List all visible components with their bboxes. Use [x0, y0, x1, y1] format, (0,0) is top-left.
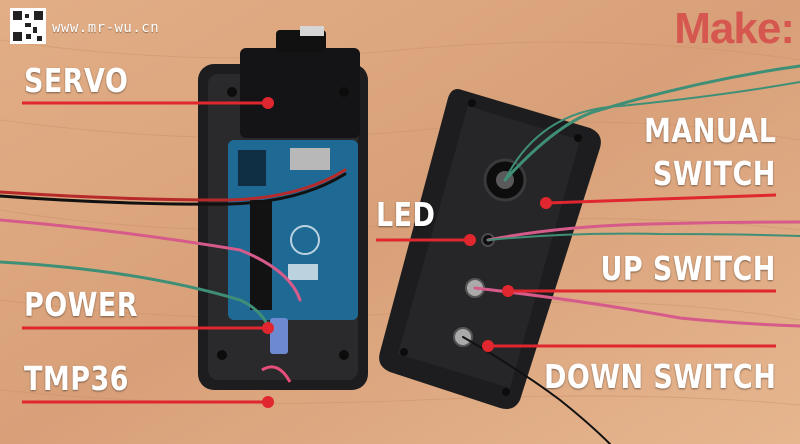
label-manual-switch-line1: MANUAL	[643, 111, 776, 150]
dot-manual-switch	[540, 197, 552, 209]
callout-lines	[22, 101, 777, 404]
label-manual-switch-line2: SWITCH	[653, 154, 776, 193]
label-tmp36: TMP36	[24, 359, 129, 398]
dot-up-switch	[502, 285, 514, 297]
brand-logo: Make:	[674, 4, 795, 53]
callout-dots	[262, 97, 552, 408]
dot-power	[262, 322, 274, 334]
callout-line-manual-switch	[545, 193, 777, 205]
qr-code-icon	[10, 8, 46, 44]
dot-tmp36	[262, 396, 274, 408]
dot-led	[464, 234, 476, 246]
label-servo: SERVO	[24, 61, 129, 100]
wires	[0, 64, 800, 444]
label-led: LED	[376, 195, 436, 234]
servo-motor	[240, 48, 360, 138]
dot-servo	[262, 97, 274, 109]
label-down-switch: DOWN SWITCH	[543, 357, 776, 396]
left-enclosure	[198, 26, 368, 390]
watermark-site: www.mr-wu.cn	[52, 20, 160, 36]
dot-down-switch	[482, 340, 494, 352]
label-power: POWER	[24, 285, 139, 324]
label-up-switch: UP SWITCH	[600, 249, 776, 288]
